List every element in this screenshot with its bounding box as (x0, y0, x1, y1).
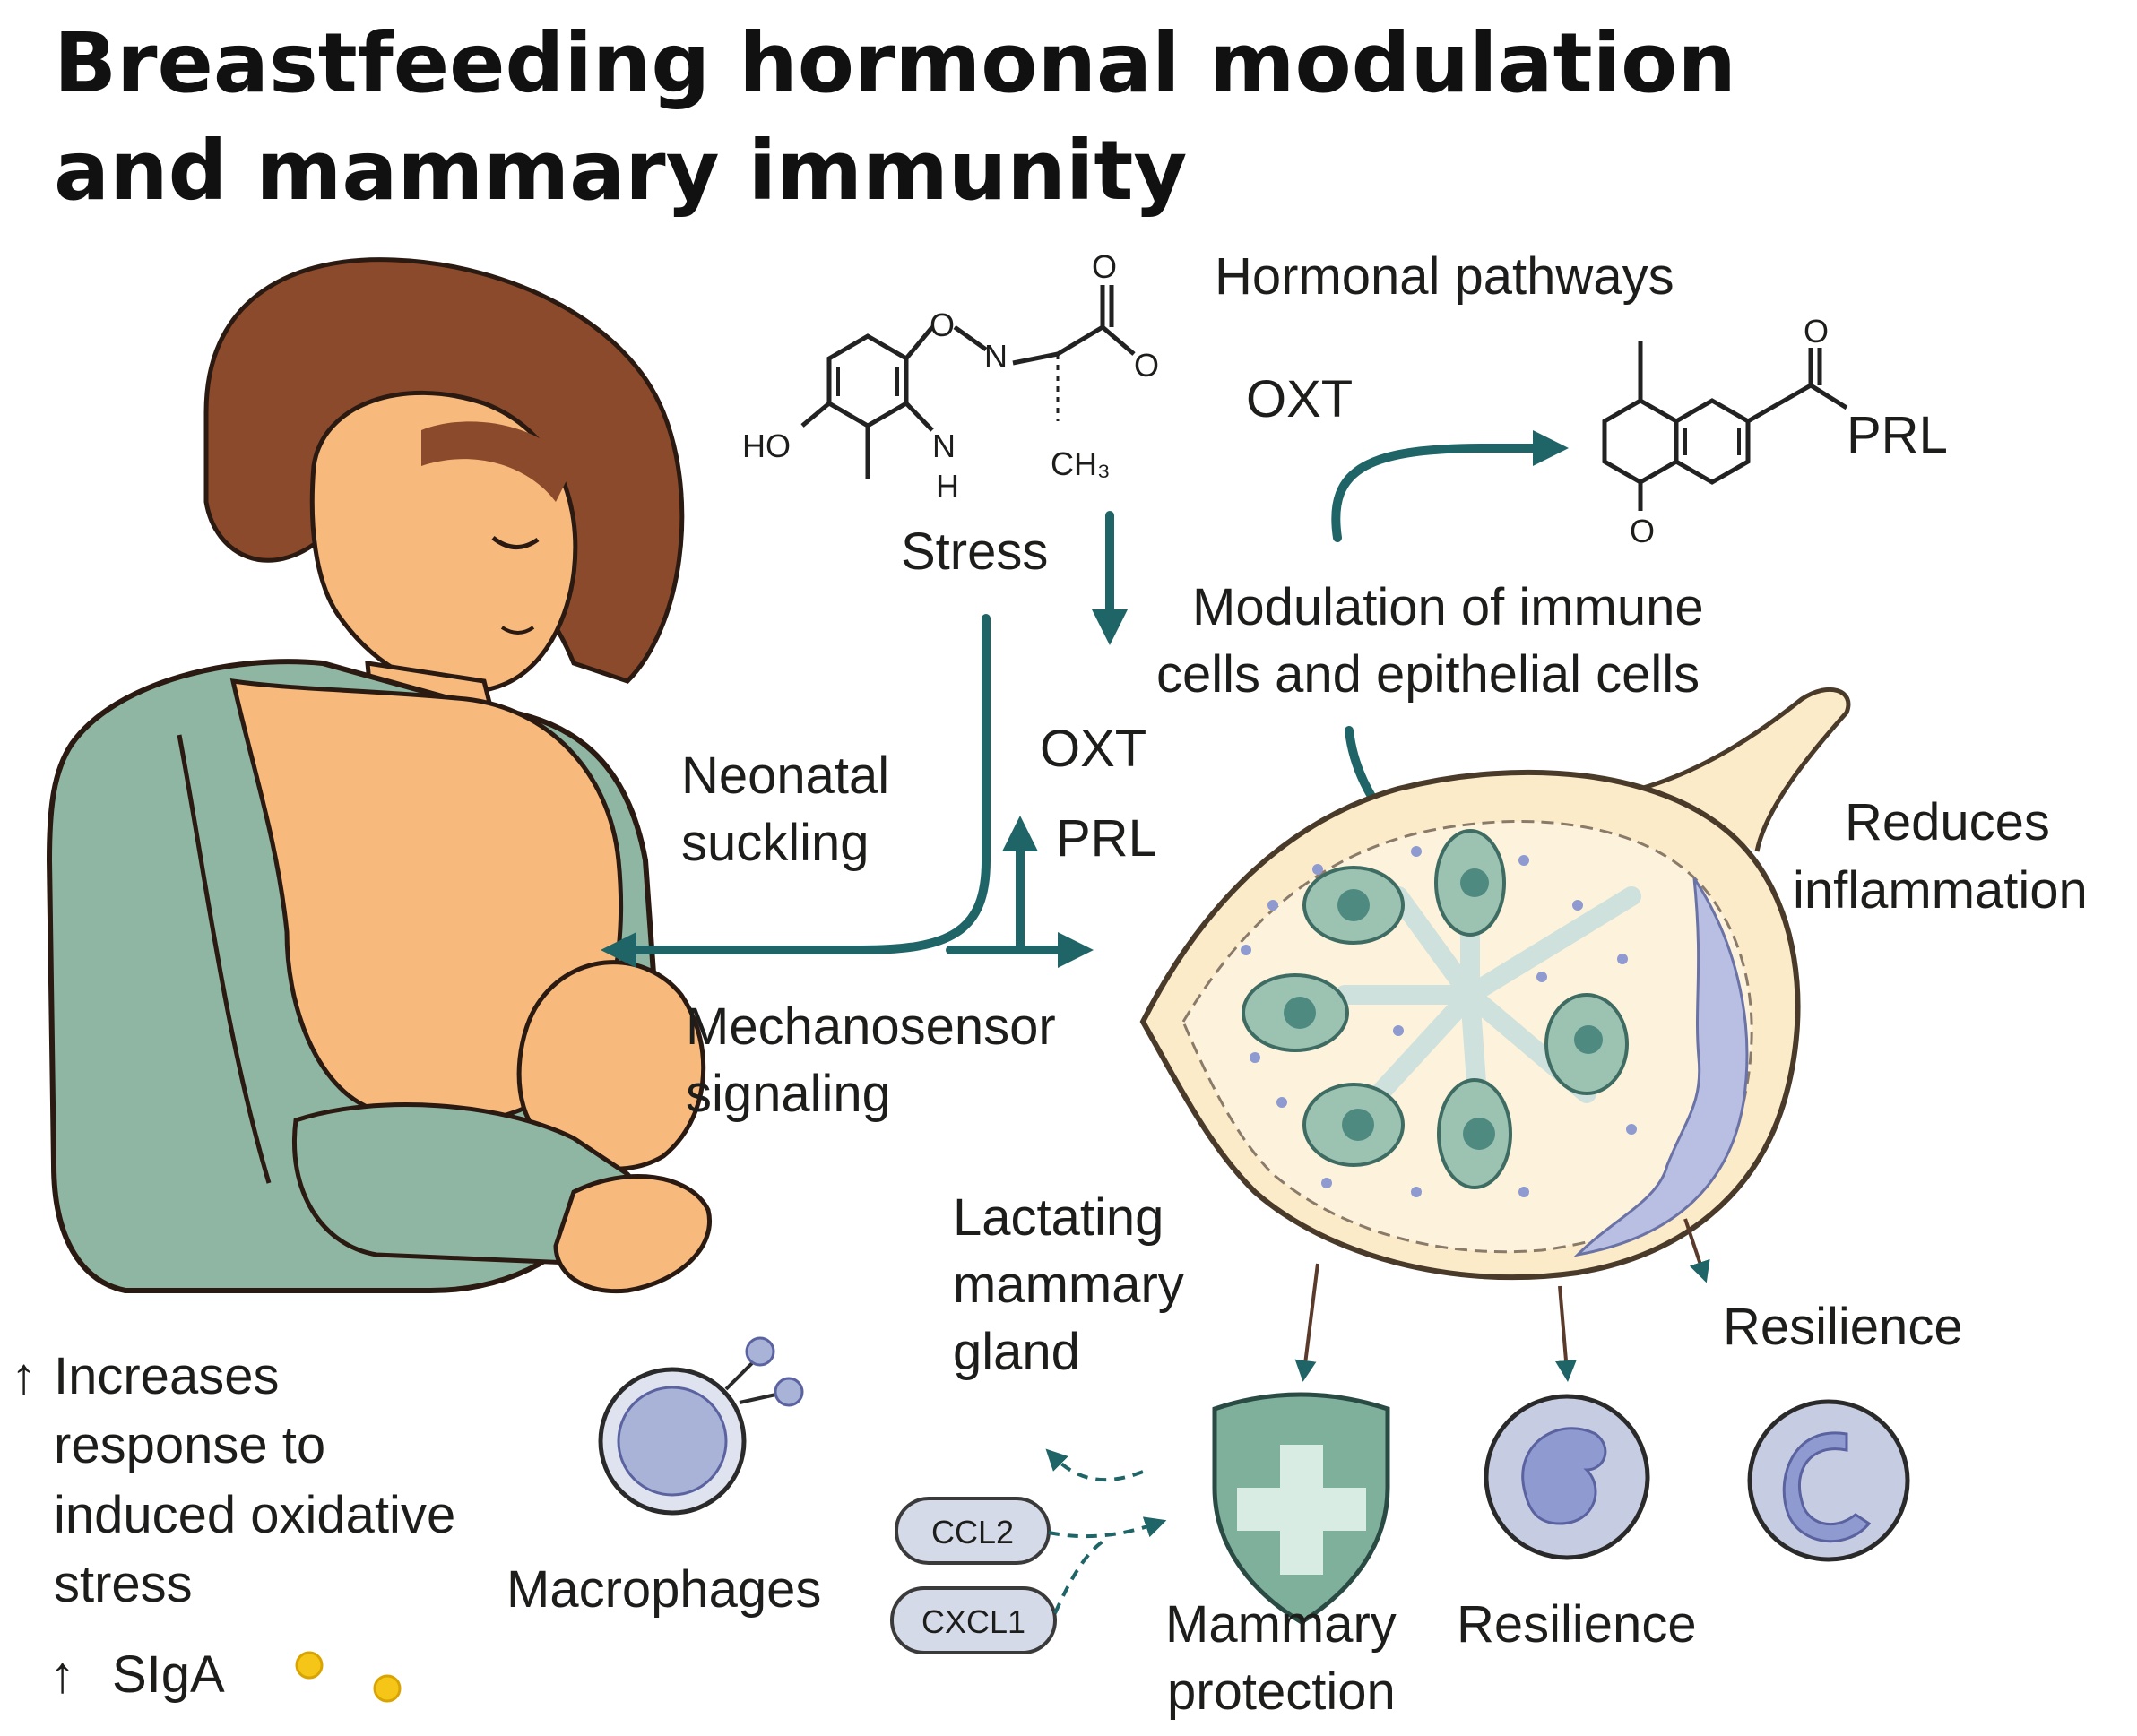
label-mechano-line-2: signaling (686, 1065, 891, 1123)
arrow-to-mother (601, 614, 991, 968)
label-lactating-line-2: mammary (953, 1256, 1184, 1314)
atom-nh-n: N (932, 428, 956, 464)
dashed-arrow-cxcl1 (1053, 1540, 1104, 1614)
atom-ho: HO (742, 428, 791, 464)
label-macrophages: Macrophages (506, 1560, 821, 1619)
label-increases-line-1: Increases (54, 1347, 279, 1405)
label-resilience-bottom: Resilience (1457, 1595, 1697, 1654)
arrow-gland-to-protection (1294, 1263, 1319, 1382)
label-increases-line-4: stress (54, 1555, 193, 1613)
label-neonatal-line-1: Neonatal (681, 747, 889, 805)
title-line-2: and mammary immunity (54, 123, 1187, 219)
breastfeeding-mother-illustration (46, 257, 712, 1294)
label-increases-line-3: induced oxidative (54, 1486, 455, 1544)
atom-o-right: O (1134, 347, 1159, 384)
dashed-arrow-to-macrophage (1045, 1448, 1144, 1482)
atom-o-top: O (1092, 248, 1117, 285)
label-neonatal-line-2: suckling (681, 814, 870, 872)
ccl2-label: CCL2 (931, 1514, 1014, 1550)
label-increases-line-2: response to (54, 1416, 325, 1474)
arrow-hormonal-to-prl (1331, 430, 1569, 542)
siga-dots-icon (295, 1651, 402, 1703)
cxcl1-label: CXCL1 (921, 1603, 1025, 1640)
macrophage-cell-icon (598, 1336, 804, 1516)
label-reduces-line-1: Reduces (1845, 793, 2050, 851)
shield-plus-icon (1212, 1392, 1390, 1625)
atom-ch3: CH₃ (1051, 445, 1111, 482)
atom-prl-o-top: O (1804, 313, 1829, 350)
label-stress: Stress (901, 523, 1048, 581)
stress-molecule-structure: O O N O HO N H CH₃ (742, 248, 1159, 505)
label-reduces-line-2: inflammation (1793, 861, 2088, 920)
atom-n: N (984, 338, 1008, 375)
atom-prl-o-bottom: O (1630, 513, 1655, 549)
label-modulation-line-1: Modulation of immune (1192, 578, 1704, 636)
dashed-arrow-ccl2 (1048, 1516, 1167, 1539)
cxcl1-pill: CXCL1 (890, 1586, 1057, 1654)
arrow-gland-to-resilience-right (1683, 1218, 1710, 1283)
label-lactating-line-1: Lactating (953, 1188, 1164, 1247)
label-oxt-top: OXT (1246, 370, 1353, 428)
arrow-gland-to-resilience (1555, 1285, 1577, 1382)
label-protection-line-1: Mammary (1165, 1595, 1397, 1654)
label-prl-mid: PRL (1056, 809, 1157, 868)
up-arrow-increases: ↑ (11, 1347, 37, 1405)
atom-nh-h: H (936, 468, 959, 505)
title-line-1: Breastfeeding hormonal modulation (54, 15, 1736, 111)
label-siga: SIgA (112, 1645, 225, 1704)
label-lactating-line-3: gland (953, 1323, 1080, 1381)
label-oxt-mid: OXT (1040, 720, 1146, 778)
up-arrow-siga: ↑ (49, 1645, 75, 1704)
label-protection-line-2: protection (1167, 1663, 1396, 1721)
label-prl-top: PRL (1847, 406, 1948, 464)
label-hormonal-pathways: Hormonal pathways (1215, 247, 1674, 306)
lactating-mammary-gland-illustration (1139, 687, 1851, 1281)
immune-cell-icon-b (1747, 1399, 1910, 1562)
label-mechano-line-1: Mechanosensor (686, 998, 1056, 1056)
immune-cell-icon-a (1484, 1394, 1650, 1560)
ccl2-pill: CCL2 (895, 1497, 1051, 1565)
atom-o-link: O (930, 307, 955, 343)
prl-molecule-structure: O O (1602, 313, 1848, 549)
label-modulation-line-2: cells and epithelial cells (1156, 645, 1700, 704)
label-resilience-right: Resilience (1723, 1298, 1963, 1356)
